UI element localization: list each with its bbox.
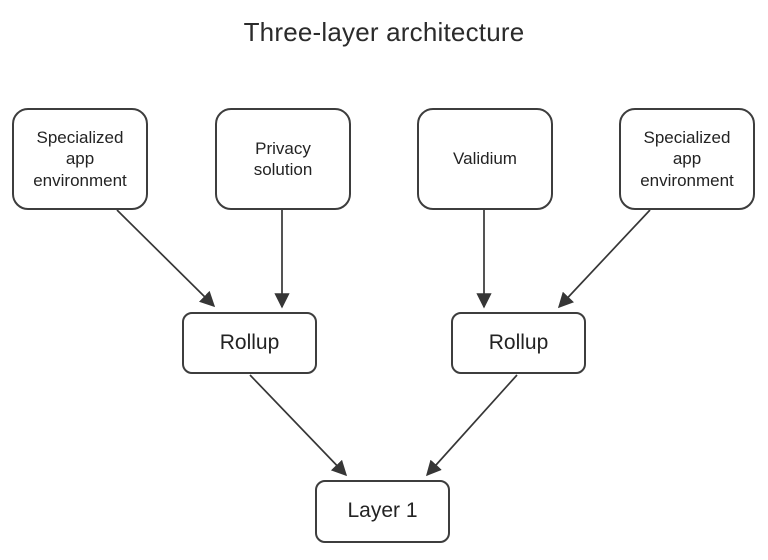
node-label: Specialized app environment <box>33 128 127 190</box>
node-privacy-solution: Privacy solution <box>215 108 351 210</box>
node-label: Layer 1 <box>347 499 418 523</box>
node-layer-1: Layer 1 <box>315 480 450 543</box>
arrow-rollup-right-to-layer1 <box>425 374 518 477</box>
node-rollup-right: Rollup <box>451 312 586 374</box>
arrow-rollup-left-to-layer1 <box>249 374 348 477</box>
node-rollup-left: Rollup <box>182 312 317 374</box>
arrow-specialized-right-to-rollup-right <box>557 209 651 309</box>
node-specialized-app-environment-right: Specialized app environment <box>619 108 755 210</box>
node-validium: Validium <box>417 108 553 210</box>
node-label: Validium <box>453 149 517 169</box>
arrow-specialized-left-to-rollup-left <box>116 209 216 308</box>
node-label: Rollup <box>488 330 549 354</box>
node-specialized-app-environment-left: Specialized app environment <box>12 108 148 210</box>
diagram-title: Three-layer architecture <box>243 17 525 47</box>
node-label: Privacy solution <box>253 138 313 179</box>
node-label: Specialized app environment <box>640 128 734 190</box>
node-label: Rollup <box>219 330 280 354</box>
